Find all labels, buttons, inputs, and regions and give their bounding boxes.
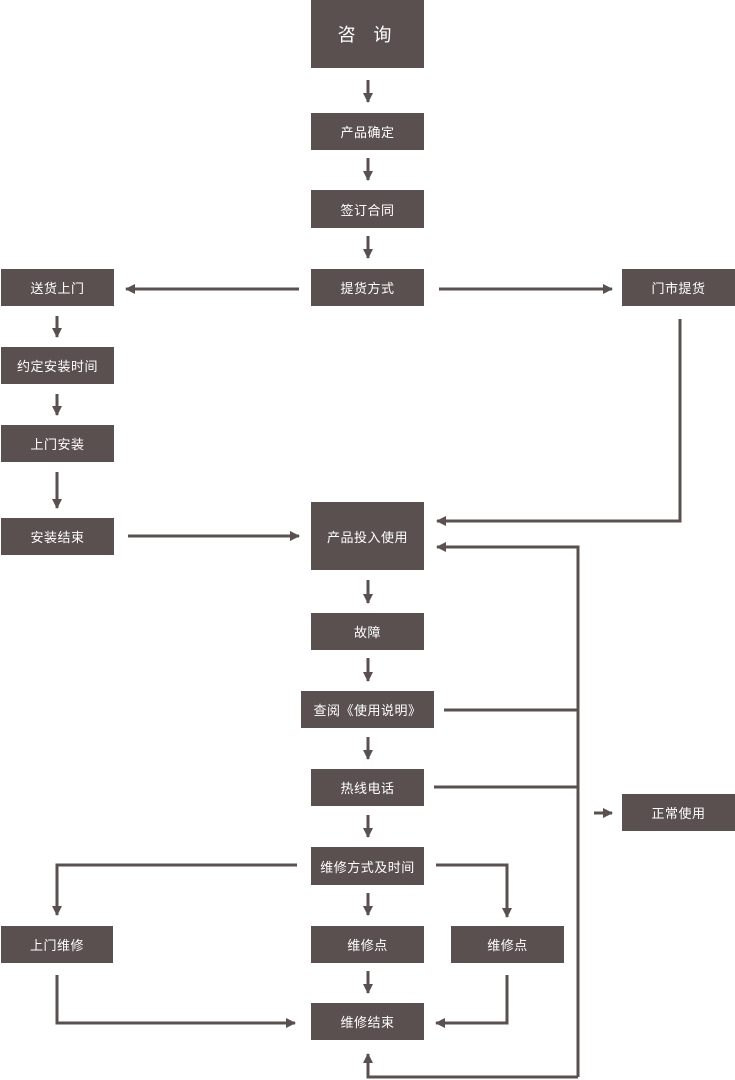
node-check-manual: 查阅《使用说明》	[301, 691, 434, 728]
node-product-in-use: 产品投入使用	[311, 502, 424, 570]
loop-bottom	[363, 1053, 578, 1079]
arrow-onsite-to-repairend	[55, 975, 296, 1028]
node-onsite-repair: 上门维修	[1, 926, 113, 963]
node-deliver-door: 送货上门	[1, 269, 114, 306]
node-repair-end: 维修结束	[311, 1003, 424, 1040]
node-consult: 咨 询	[311, 0, 424, 68]
node-install-end: 安装结束	[1, 518, 114, 555]
node-repair-point-1: 维修点	[311, 926, 424, 963]
arrow-point2-to-repairend	[435, 975, 509, 1028]
arrow-store-to-inuse	[436, 319, 682, 526]
node-schedule-install: 约定安装时间	[1, 347, 114, 384]
arrow-repairmethod-to-point2	[436, 863, 512, 918]
node-onsite-install: 上门安装	[1, 425, 114, 462]
node-product-confirm: 产品确定	[311, 113, 424, 150]
loop-right-vertical	[436, 542, 580, 1077]
node-fault: 故障	[311, 613, 424, 650]
node-repair-point-2: 维修点	[451, 926, 564, 963]
node-hotline: 热线电话	[311, 769, 424, 806]
arrow-repairmethod-to-onsite	[52, 863, 297, 916]
node-sign-contract: 签订合同	[311, 190, 424, 228]
node-normal-use: 正常使用	[622, 794, 735, 831]
node-repair-method-time: 维修方式及时间	[311, 847, 424, 885]
node-pickup-method: 提货方式	[311, 269, 424, 306]
node-store-pickup: 门市提货	[622, 269, 735, 306]
